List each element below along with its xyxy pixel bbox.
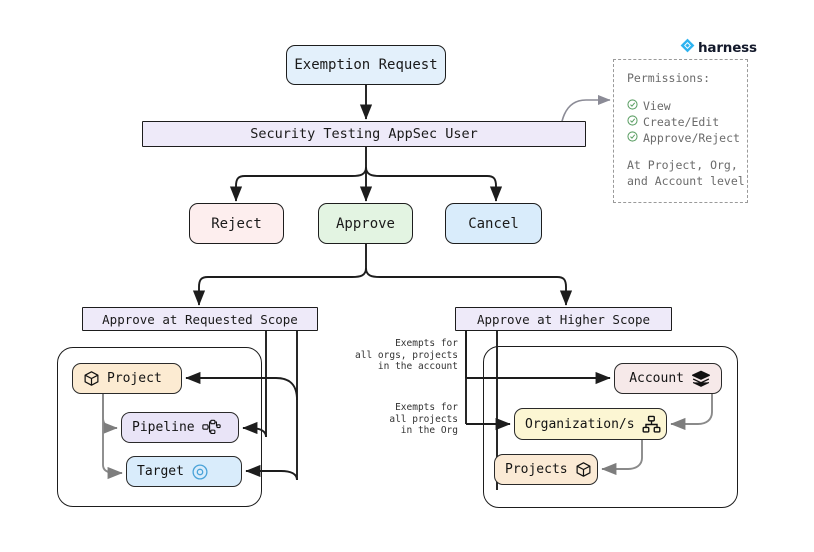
permission-label: Approve/Reject — [643, 131, 740, 145]
cube-icon — [575, 461, 592, 478]
node-approve-requested-scope[interactable]: Approve at Requested Scope — [82, 307, 318, 331]
permissions-panel: Permissions: View Create/Edit Approve/Re… — [613, 59, 748, 203]
resource-pipeline[interactable]: Pipeline — [121, 412, 239, 443]
resource-label: Projects — [505, 462, 568, 477]
node-appsec-user[interactable]: Security Testing AppSec User — [142, 121, 586, 147]
target-icon — [191, 463, 209, 481]
permission-item-create-edit: Create/Edit — [627, 114, 747, 130]
node-cancel[interactable]: Cancel — [445, 203, 542, 244]
resource-label: Account — [629, 371, 684, 386]
permissions-footer: At Project, Org, and Account level — [627, 158, 745, 188]
resource-label: Project — [107, 371, 162, 386]
permission-label: View — [643, 99, 671, 113]
node-approve[interactable]: Approve — [318, 203, 413, 244]
org-chart-icon — [642, 415, 661, 434]
harness-logo: harness — [680, 38, 757, 57]
resource-account[interactable]: Account — [614, 363, 722, 394]
cube-icon — [83, 370, 100, 387]
resource-project[interactable]: Project — [72, 363, 182, 394]
resource-label: Organization/s — [525, 416, 635, 432]
annotation-account-scope: Exempts for all orgs, projects in the ac… — [355, 338, 458, 372]
node-reject[interactable]: Reject — [189, 203, 284, 244]
harness-wordmark: harness — [698, 39, 757, 56]
permission-item-approve-reject: Approve/Reject — [627, 130, 747, 146]
permission-label: Create/Edit — [643, 115, 720, 129]
check-circle-icon — [627, 130, 638, 146]
harness-diamond-logo-icon — [680, 38, 695, 57]
pipeline-icon — [201, 419, 221, 436]
resource-label: Target — [137, 464, 184, 479]
check-circle-icon — [627, 98, 638, 114]
node-approve-higher-scope[interactable]: Approve at Higher Scope — [455, 307, 672, 331]
check-circle-icon — [627, 114, 638, 130]
resource-organizations[interactable]: Organization/s — [514, 408, 667, 440]
resource-label: Pipeline — [132, 420, 195, 435]
permission-item-view: View — [627, 98, 747, 114]
permissions-title: Permissions: — [627, 71, 711, 85]
resource-projects[interactable]: Projects — [494, 454, 598, 485]
node-exemption-request[interactable]: Exemption Request — [286, 45, 446, 85]
resource-target[interactable]: Target — [126, 456, 242, 487]
annotation-org-scope: Exempts for all projects in the Org — [389, 402, 458, 436]
layers-icon — [691, 370, 711, 388]
